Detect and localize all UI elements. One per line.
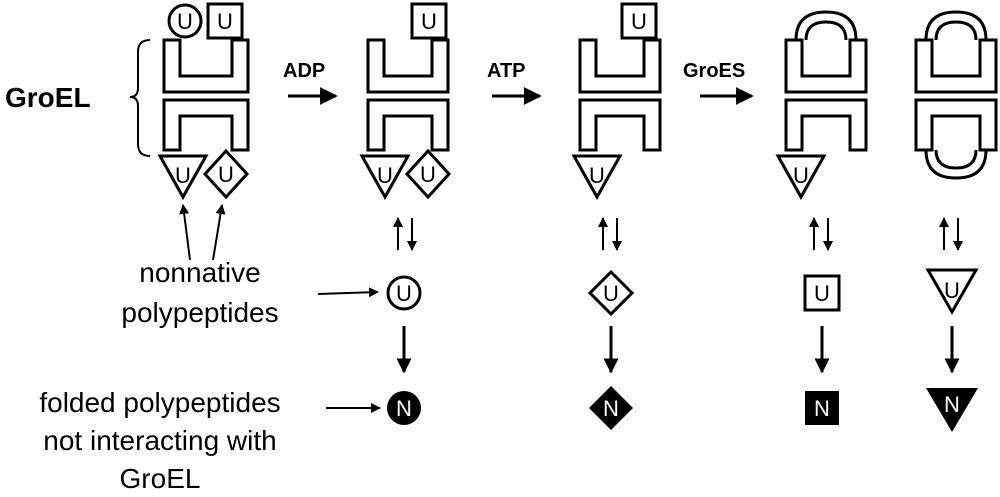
- svg-text:U: U: [396, 281, 412, 306]
- svg-text:N: N: [603, 396, 619, 421]
- triangle-unfolded-substrate: U: [359, 154, 411, 201]
- step-label-adp: ADP: [283, 60, 325, 82]
- svg-text:U: U: [631, 9, 647, 34]
- groel-bracket: [129, 39, 151, 157]
- free-triangle-unfolded: U: [925, 268, 979, 316]
- square-unfolded-substrate: U: [410, 2, 448, 40]
- triangle-unfolded-substrate: U: [571, 154, 623, 201]
- groes-cap: [794, 10, 858, 41]
- pointer-arrow-2: [212, 204, 226, 261]
- diamond-unfolded-substrate: U: [404, 148, 452, 200]
- nonnative-label-line-1: nonnative: [139, 257, 260, 288]
- svg-text:U: U: [218, 162, 234, 187]
- svg-text:U: U: [589, 163, 605, 188]
- svg-text:U: U: [177, 9, 193, 34]
- folding-arrows: [396, 326, 960, 374]
- step-label-atp: ATP: [487, 60, 526, 82]
- groes-cap-top: [924, 10, 988, 41]
- free-diamond-unfolded: U: [587, 269, 635, 317]
- folded-label-line-2: not interacting with: [43, 425, 276, 456]
- svg-text:U: U: [793, 163, 809, 188]
- svg-text:N: N: [944, 392, 960, 417]
- native-diamond: N: [589, 386, 633, 430]
- groel-stage-5: [914, 10, 998, 180]
- square-unfolded-substrate: U: [206, 2, 244, 40]
- svg-text:N: N: [814, 396, 830, 421]
- svg-text:U: U: [603, 281, 619, 306]
- groel-stage-3: [578, 38, 662, 152]
- native-circle: N: [387, 391, 421, 425]
- svg-text:U: U: [421, 9, 437, 34]
- svg-text:U: U: [217, 9, 233, 34]
- native-square: N: [805, 391, 839, 425]
- groel-label: GroEL: [5, 82, 91, 113]
- pointer-arrow-1: [179, 204, 191, 261]
- svg-text:U: U: [175, 163, 191, 188]
- folded-label-line-1: folded polypeptides: [39, 387, 280, 418]
- nonnative-label-line-2: polypeptides: [121, 297, 278, 328]
- step-label-groes: GroES: [683, 60, 745, 82]
- svg-text:U: U: [814, 281, 830, 306]
- triangle-unfolded-substrate: U: [157, 154, 209, 201]
- svg-text:U: U: [944, 278, 960, 303]
- native-triangle: N: [926, 388, 978, 432]
- triangle-unfolded-substrate: U: [775, 154, 827, 201]
- circle-unfolded-substrate: U: [167, 3, 203, 39]
- groel-stage-4: [784, 10, 868, 152]
- nonnative-pointer-arrow: [317, 287, 379, 298]
- square-unfolded-substrate: U: [620, 2, 658, 40]
- folded-label-line-3: GroEL: [120, 463, 201, 494]
- free-circle-unfolded: U: [386, 275, 422, 311]
- svg-text:U: U: [420, 162, 436, 187]
- free-square-unfolded: U: [803, 274, 841, 312]
- diamond-unfolded-substrate: U: [202, 148, 250, 200]
- svg-text:U: U: [377, 163, 393, 188]
- equilibrium-arrows: [393, 217, 963, 251]
- groel-stage-1: [162, 38, 250, 152]
- groes-cap-bottom: [924, 149, 988, 180]
- groel-stage-2: [366, 38, 450, 152]
- svg-text:N: N: [396, 396, 412, 421]
